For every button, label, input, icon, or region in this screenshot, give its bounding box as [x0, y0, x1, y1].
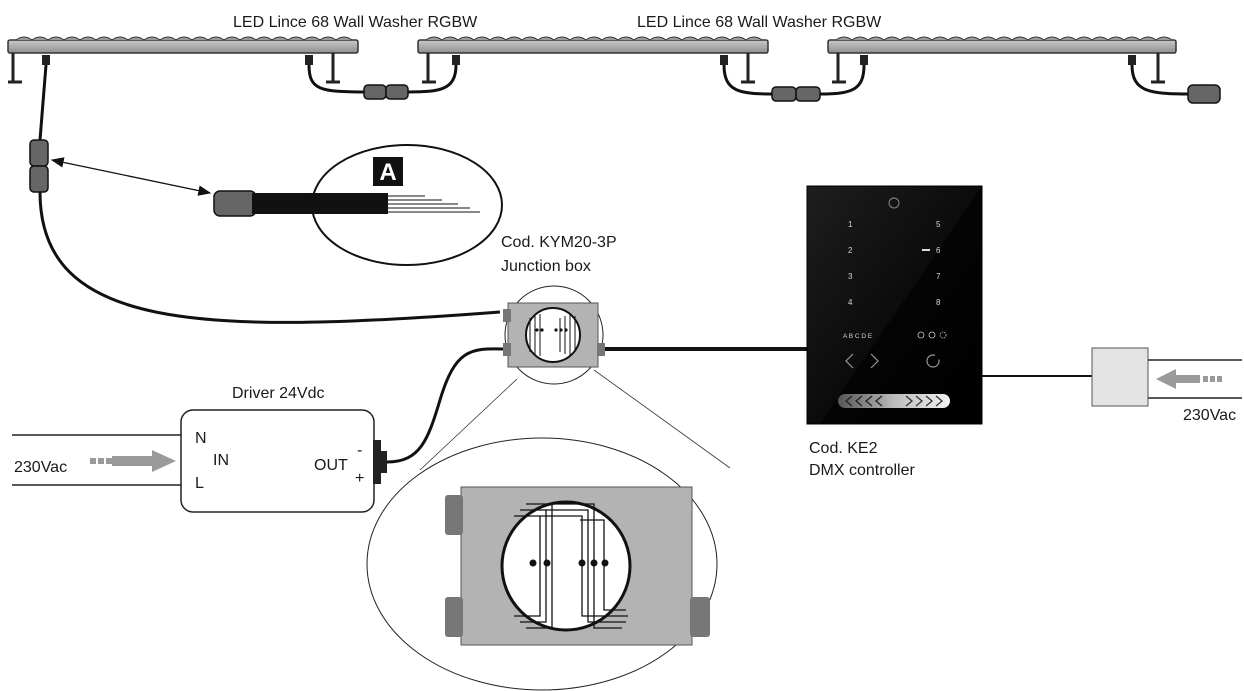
- zoom-line-left: [419, 378, 518, 471]
- dmx-controller-panel: [806, 185, 983, 425]
- detail-a-badge: A: [379, 159, 396, 186]
- detail-a-pointer-arrow: [50, 157, 212, 196]
- fixture-label-1: LED Lince 68 Wall Washer RGBW: [233, 14, 478, 31]
- controller-code: Cod. KE2: [809, 440, 878, 457]
- cycle-icon[interactable]: [926, 354, 940, 368]
- controller-key-4[interactable]: 4: [848, 298, 853, 307]
- driver-output-plus: +: [355, 470, 364, 487]
- driver-output-cable: [386, 347, 504, 464]
- junction-box-detail: [366, 437, 718, 691]
- led-fixture-1: [7, 36, 359, 84]
- junction-box-name: Junction box: [501, 258, 591, 275]
- mains-input-left: [12, 434, 181, 486]
- led-fixture-3: [827, 36, 1177, 84]
- driver-input-in: IN: [213, 452, 229, 469]
- controller-key-6[interactable]: 6: [936, 246, 941, 255]
- mains-left-label: 230Vac: [14, 459, 67, 476]
- controller-key-8[interactable]: 8: [936, 298, 941, 307]
- chevron-left-icon[interactable]: [845, 353, 854, 369]
- feed-cable: [29, 64, 501, 324]
- detail-a-connector: A: [213, 144, 503, 266]
- controller-key-5[interactable]: 5: [936, 220, 941, 229]
- junction-box: [503, 285, 605, 385]
- power-icon: [888, 197, 900, 209]
- driver-output-out: OUT: [314, 457, 348, 474]
- fixture-link-cable-1: [307, 64, 458, 100]
- mains-right-label: 230Vac: [1183, 407, 1236, 424]
- controller-slider[interactable]: [838, 394, 950, 408]
- chevron-right-icon[interactable]: [870, 353, 879, 369]
- controller-keys-left: 1 2 3 4: [848, 220, 853, 307]
- driver-title: Driver 24Vdc: [232, 385, 324, 402]
- fixture-label-2: LED Lince 68 Wall Washer RGBW: [637, 14, 882, 31]
- end-cap-cable: [1130, 64, 1221, 104]
- controller-key-7[interactable]: 7: [936, 272, 941, 281]
- power-supply-right: [1091, 347, 1242, 407]
- driver-input-n: N: [195, 430, 207, 447]
- controller-name: DMX controller: [809, 462, 915, 479]
- controller-key-3[interactable]: 3: [848, 272, 853, 281]
- zoom-line-right: [593, 369, 731, 469]
- driver-input-l: L: [195, 475, 204, 492]
- fixture-link-cable-2: [722, 64, 866, 102]
- controller-keys-right: 5 6 7 8: [922, 220, 941, 307]
- driver-output-minus: -: [357, 442, 362, 459]
- junction-box-code: Cod. KYM20-3P: [501, 234, 617, 251]
- sun-icon[interactable]: [917, 331, 925, 339]
- controller-mode-icons: [917, 331, 947, 339]
- controller-scene-keys[interactable]: A B C D E: [843, 333, 873, 340]
- clock-icon[interactable]: [928, 331, 936, 339]
- controller-key-1[interactable]: 1: [848, 220, 853, 229]
- controller-key-2[interactable]: 2: [848, 246, 853, 255]
- brightness-icon[interactable]: [939, 331, 947, 339]
- led-fixture-2: [417, 36, 769, 84]
- driver-24vdc: [180, 409, 387, 513]
